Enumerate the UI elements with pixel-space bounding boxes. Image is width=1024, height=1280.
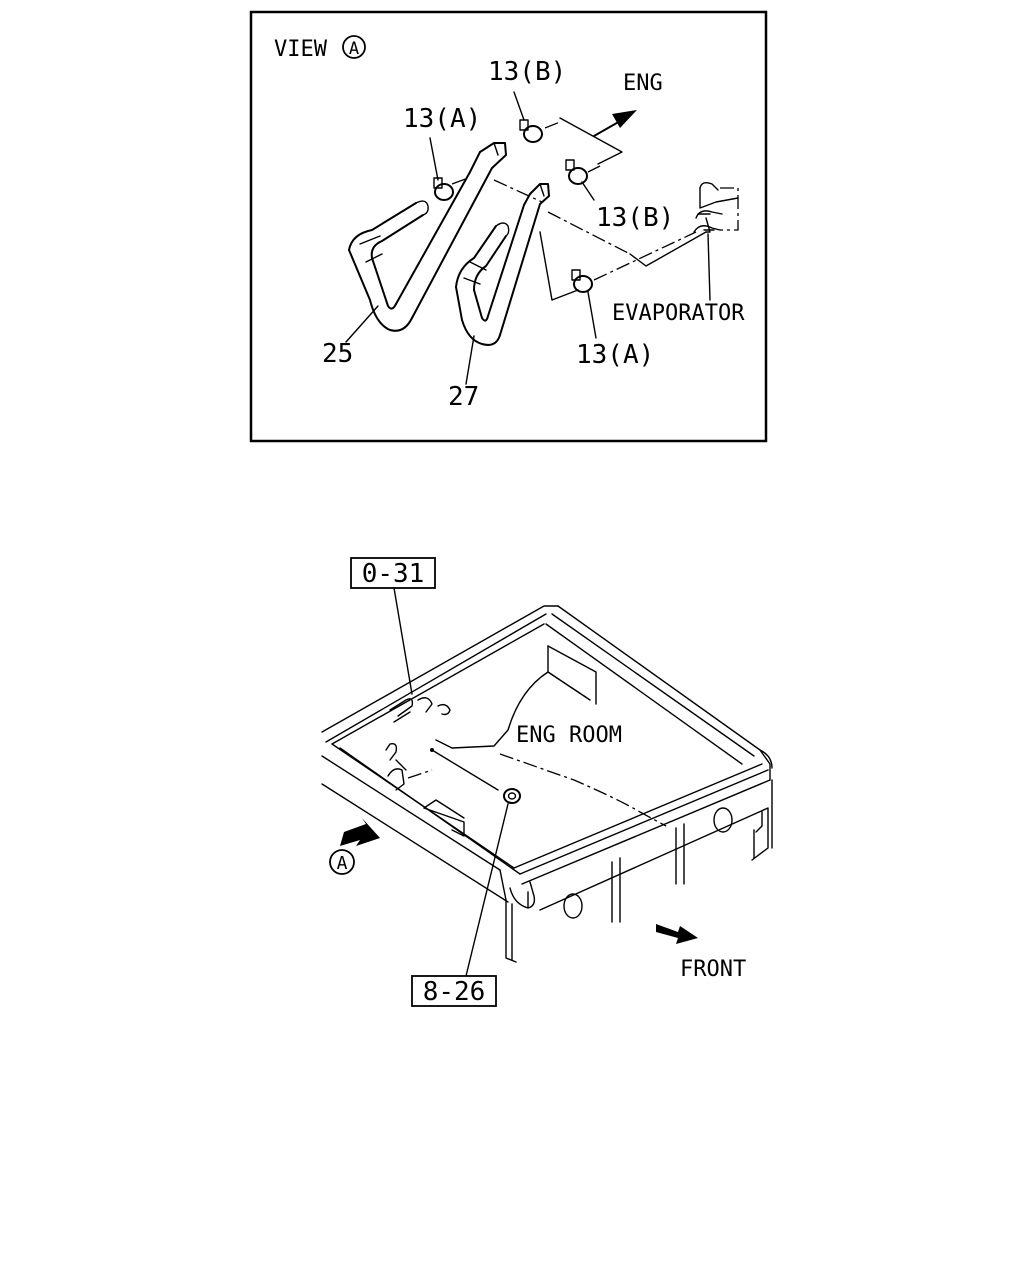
heater-hoses-small [385,697,465,837]
evaporator-pipes [693,181,739,233]
clamp-13b-right [565,159,588,185]
clamp-13a-top [433,177,454,201]
view-a-routing-lines [451,117,711,301]
vehicle-frame [321,605,773,963]
label-27: 27 [448,382,479,412]
label-13a-top: 13(A) [403,104,481,134]
clamp-13b-top [519,119,543,143]
hose-25 [348,142,507,332]
view-a-panel: VIEW A [249,10,768,443]
label-13b-top: 13(B) [488,57,566,87]
view-a-leader-lines [345,91,711,385]
svg-text:0-31: 0-31 [362,559,425,589]
label-evaporator: EVAPORATOR [612,301,745,326]
view-a-circle-marker: A [342,35,366,59]
grommet-8-26 [430,748,521,804]
view-a-frame [249,10,768,443]
front-direction-arrow [656,924,698,944]
ref-box-0-31: 0-31 [350,557,436,589]
overview-diagram: 0-31 [321,557,773,1007]
label-eng-room: ENG ROOM [516,723,622,748]
hose-27 [455,183,550,346]
clamp-13a-bottom [571,269,593,293]
svg-text:8-26: 8-26 [423,977,486,1007]
label-eng: ENG [623,71,663,96]
view-a-marker: A [329,849,355,875]
view-a-arrow [340,818,380,846]
view-a-title: VIEW [274,37,328,62]
label-13b-right: 13(B) [596,203,674,233]
leader-8-26 [465,803,509,977]
engine-room-tunnel [435,645,667,827]
svg-text:A: A [349,39,359,59]
leader-0-31 [393,587,413,695]
eng-direction-arrow [593,110,637,137]
svg-text:A: A [337,853,348,874]
label-25: 25 [322,339,353,369]
label-front: FRONT [680,957,746,982]
label-13a-bottom: 13(A) [576,340,654,370]
ref-box-8-26: 8-26 [411,975,497,1007]
